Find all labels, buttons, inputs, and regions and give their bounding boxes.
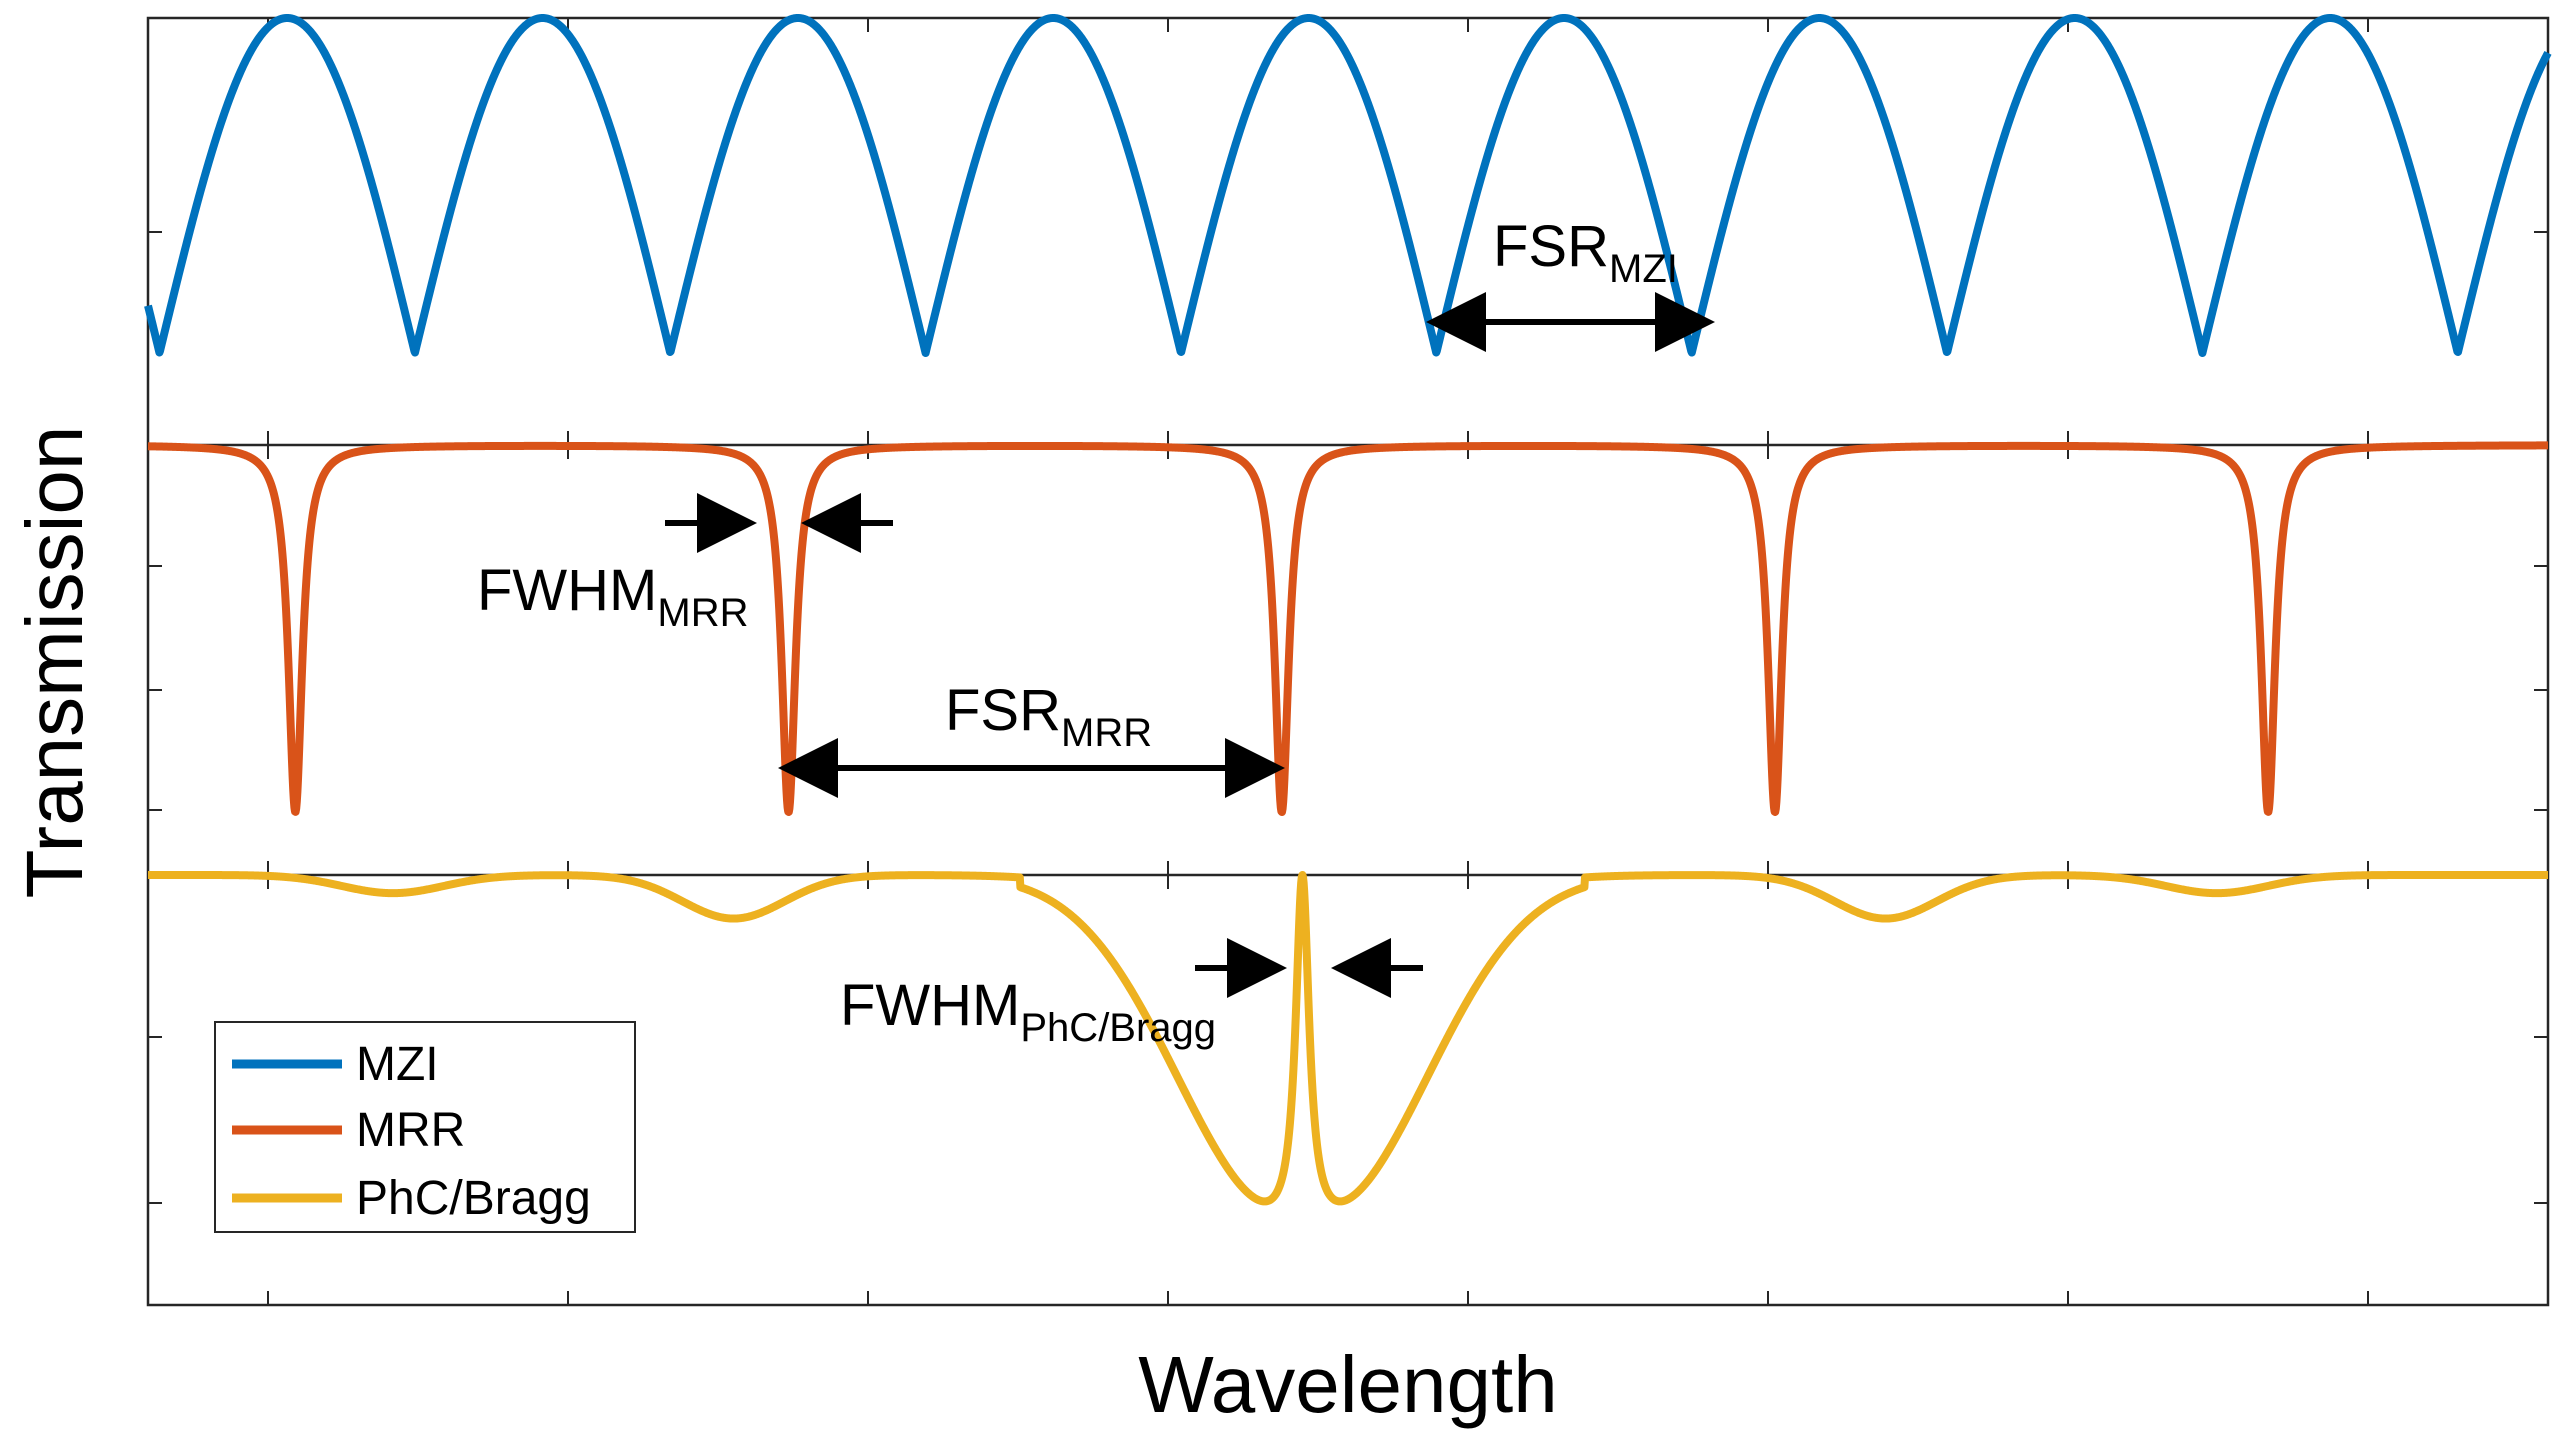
curve-mzi — [144, 14, 2552, 357]
fwhm-phc-label: FWHMPhC/Bragg — [840, 973, 1216, 1050]
legend: MZI MRR PhC/Bragg — [214, 1021, 636, 1233]
fsr-mzi-label: FSRMZI — [1493, 214, 1678, 291]
annotations: FSRMZI FWHMMRR FSRMRR FWHMPhC/Bragg — [477, 214, 1715, 1050]
legend-label-mrr: MRR — [356, 1104, 465, 1157]
curve-mrr — [144, 441, 2552, 816]
fwhm-phc-label-main: FWHM — [840, 973, 1020, 1038]
y-axis-label: Transmission — [10, 426, 99, 899]
axes-frame — [146, 16, 2550, 1307]
curve-phc — [144, 871, 2552, 1206]
fsr-mrr-label: FSRMRR — [945, 678, 1152, 755]
fwhm-mrr-label-main: FWHM — [477, 558, 657, 623]
panel-separators — [148, 443, 2548, 877]
fsr-mrr-label-main: FSR — [945, 678, 1061, 743]
fsr-mrr-label-sub: MRR — [1061, 711, 1152, 755]
curves — [144, 14, 2552, 1206]
fwhm-mrr-label: FWHMMRR — [477, 558, 748, 635]
fwhm-mrr-label-sub: MRR — [657, 591, 748, 635]
fsr-mzi-label-main: FSR — [1493, 214, 1609, 279]
legend-label-mzi: MZI — [356, 1038, 439, 1091]
legend-label-phc: PhC/Bragg — [356, 1172, 591, 1225]
x-axis-label: Wavelength — [1138, 1340, 1558, 1429]
fsr-mzi-label-sub: MZI — [1609, 247, 1678, 291]
fwhm-phc-label-sub: PhC/Bragg — [1020, 1006, 1216, 1050]
